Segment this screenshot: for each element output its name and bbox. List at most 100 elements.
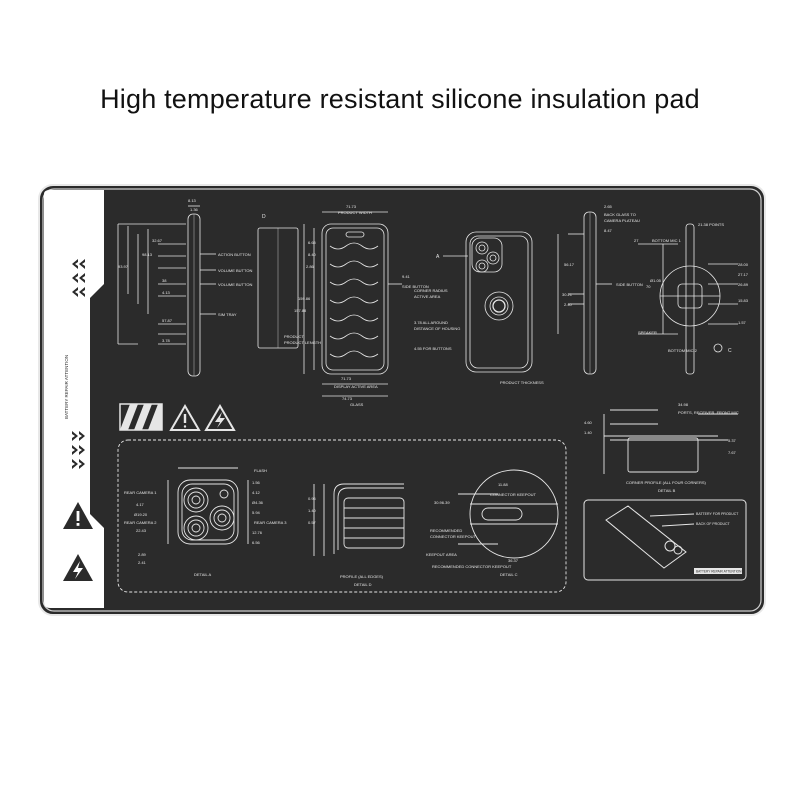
phone-side-view [117,205,216,377]
svg-text:2.41: 2.41 [138,560,147,565]
svg-text:38: 38 [162,278,167,283]
svg-text:1.40: 1.40 [308,508,317,513]
letter-d-label: D [262,214,266,220]
corner-profile-label: CORNER PROFILE (ALL FOUR CORNERS) [626,480,707,485]
side-button-label-2: SIDE BUTTON [616,282,643,287]
connector-detail [458,469,559,559]
page-title: High temperature resistant silicone insu… [100,84,700,114]
phone-back-view [443,231,533,373]
camera-plateau-label: CAMERA PLATEAU [604,218,640,223]
warning-triangle-icon [169,404,201,431]
svg-text:27: 27 [634,238,639,243]
bottom-mic-label: BOTTOM MIC 1 [652,238,682,243]
svg-text:2.65: 2.65 [604,204,613,209]
svg-text:12.76: 12.76 [252,530,263,535]
logo-icon [492,299,506,313]
svg-text:26.89: 26.89 [738,282,749,287]
product-thickness-label: PRODUCT THICKNESS [500,380,544,385]
svg-text:4.12: 4.12 [252,490,261,495]
svg-text:32.67: 32.67 [152,238,163,243]
svg-text:RECOMMENDED: RECOMMENDED [430,528,462,533]
svg-text:4.60: 4.60 [584,420,593,425]
svg-text:6.56: 6.56 [252,540,261,545]
rear-camera3-label: REAR CAMERA 3 [254,520,287,525]
sim-tray-label: SIM TRAY [218,312,237,317]
camera-detail [167,467,249,545]
svg-text:70: 70 [646,284,651,289]
svg-text:93.97: 93.97 [118,264,129,269]
svg-text:8.13: 8.13 [188,198,197,203]
speaker-label: SPEAKER [638,330,657,335]
svg-text:2.89: 2.89 [138,552,147,557]
letter-c-label: C [728,348,732,354]
side-button-label: SIDE BUTTON [402,284,429,289]
svg-text:36.37: 36.37 [508,558,519,563]
product-width-label: PRODUCT WIDTH [338,210,372,215]
svg-text:98.13: 98.13 [142,252,153,257]
svg-text:27.17: 27.17 [738,272,749,277]
svg-text:30.96.39: 30.96.39 [434,500,450,505]
svg-text:2.40: 2.40 [564,302,573,307]
svg-text:3.78 ALL AROUND: 3.78 ALL AROUND [414,320,448,325]
svg-text:0.57: 0.57 [308,520,317,525]
svg-text:22.43: 22.43 [136,528,147,533]
detail-b-label: DETAIL B [658,488,676,493]
lightning-icon [204,404,236,431]
phone-bottom-view [638,223,738,375]
svg-text:71.73: 71.73 [341,376,352,381]
svg-text:28.00: 28.00 [738,262,749,267]
svg-text:57.87: 57.87 [162,318,173,323]
svg-text:0.96: 0.96 [308,496,317,501]
svg-text:1.57: 1.57 [738,320,747,325]
svg-text:21.38 POINTS: 21.38 POINTS [698,222,724,227]
detail-d-label: DETAIL D [354,582,372,587]
svg-text:71.73: 71.73 [346,204,357,209]
svg-text:7.67: 7.67 [728,450,737,455]
svg-text:KEEPOUT AREA: KEEPOUT AREA [426,552,457,557]
svg-text:Ø4.36: Ø4.36 [252,500,264,505]
svg-text:4.17: 4.17 [136,502,145,507]
svg-text:9.41: 9.41 [402,274,411,279]
svg-text:8.47: 8.47 [604,228,613,233]
svg-text:34.98: 34.98 [678,402,689,407]
corner-profile-detail [603,409,738,474]
svg-text:DISTANCE OF HOUSING: DISTANCE OF HOUSING [414,326,460,331]
svg-text:2.86: 2.86 [306,264,315,269]
svg-text:3.78: 3.78 [162,338,171,343]
svg-text:8.40: 8.40 [308,252,317,257]
svg-text:CONNECTOR KEEPOUT: CONNECTOR KEEPOUT [430,534,476,539]
svg-text:5.94: 5.94 [252,510,261,515]
lightning-icon [63,554,93,581]
svg-text:PRODUCT: PRODUCT [284,334,304,339]
vertical-attention-text: BATTERY REPAIR ATTENTION [64,355,69,419]
chevron-left-icon [72,259,85,297]
recommended-port-label: RECOMMENDED CONNECTOR KEEPOUT [432,564,512,569]
volume-down-label: VOLUME BUTTON [218,282,252,287]
product-length-label: PRODUCT LENGTH [284,340,321,345]
svg-text:30.21: 30.21 [562,292,573,297]
warning-triangle-icon [63,502,93,529]
rear-camera1-label: REAR CAMERA 1 [124,490,157,495]
svg-text:5.37: 5.37 [728,438,737,443]
letter-a-label: A [436,254,440,260]
svg-text:15.83: 15.83 [738,298,749,303]
profile-label: PROFILE (ALL EDGES) [340,574,384,579]
detail-c-label: DETAIL C [500,572,518,577]
svg-text:6.65: 6.65 [308,240,317,245]
ports-label: PORTS, RECEIVER, FRONT MIC [678,410,739,415]
detail-a-label: DETAIL A [194,572,211,577]
svg-text:BACK OF PRODUCT: BACK OF PRODUCT [696,522,731,526]
display-active-label: DISPLAY ACTIVE AREA [334,384,378,389]
svg-text:4.13: 4.13 [162,290,171,295]
bottom-mic2-label: BOTTOM MIC 2 [668,348,698,353]
svg-text:CORNER RADIUS: CORNER RADIUS [414,288,448,293]
svg-text:56.17: 56.17 [564,262,575,267]
svg-text:CONNECTOR KEEPOUT: CONNECTOR KEEPOUT [490,492,536,497]
svg-text:Ø1.05: Ø1.05 [650,278,662,283]
left-stripe [44,190,104,608]
insulation-pad: BATTERY REPAIR ATTENTION ACTI [38,184,766,616]
glass-label: GLASS [350,402,364,407]
slash-stripes-icon [119,403,163,431]
action-button-label: ACTION BUTTON [218,252,251,257]
svg-text:1.40: 1.40 [584,430,593,435]
